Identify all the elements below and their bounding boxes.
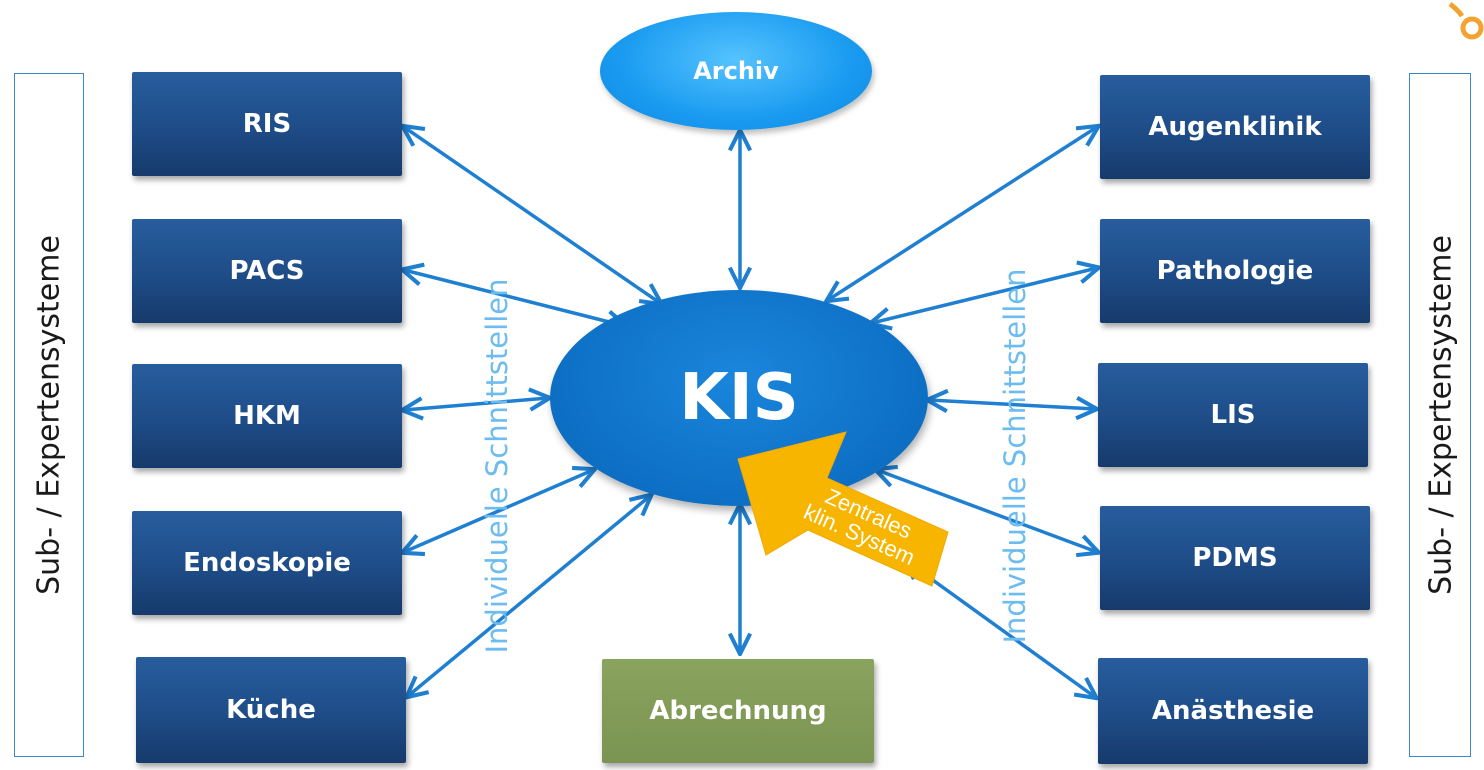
system-hkm[interactable]: HKM	[132, 364, 402, 468]
corner-logo-fragment	[1448, 2, 1484, 40]
arrow-pathologie	[872, 268, 1097, 323]
arrow-pdms	[877, 470, 1097, 552]
system-endoskopie[interactable]: Endoskopie	[132, 511, 402, 615]
system-abrechnung[interactable]: Abrechnung	[602, 659, 874, 763]
system-augenklinik[interactable]: Augenklinik	[1100, 75, 1370, 179]
archiv-node[interactable]: Archiv	[600, 12, 872, 130]
system-lis[interactable]: LIS	[1098, 363, 1368, 467]
system-pdms[interactable]: PDMS	[1100, 506, 1370, 610]
arrow-anaesthesie	[905, 560, 1095, 697]
right-frame	[1409, 73, 1471, 757]
arrow-kueche	[408, 496, 650, 696]
arrow-pacs	[404, 270, 625, 326]
system-ris[interactable]: RIS	[132, 72, 402, 176]
left-frame	[14, 73, 84, 757]
arrow-hkm	[404, 398, 548, 410]
system-pathologie[interactable]: Pathologie	[1100, 219, 1370, 323]
arrow-lis	[929, 400, 1095, 409]
kis-node[interactable]: KIS	[550, 290, 928, 506]
system-kueche[interactable]: Küche	[136, 657, 406, 763]
system-anaesthesie[interactable]: Anästhesie	[1098, 658, 1368, 764]
system-pacs[interactable]: PACS	[132, 219, 402, 323]
